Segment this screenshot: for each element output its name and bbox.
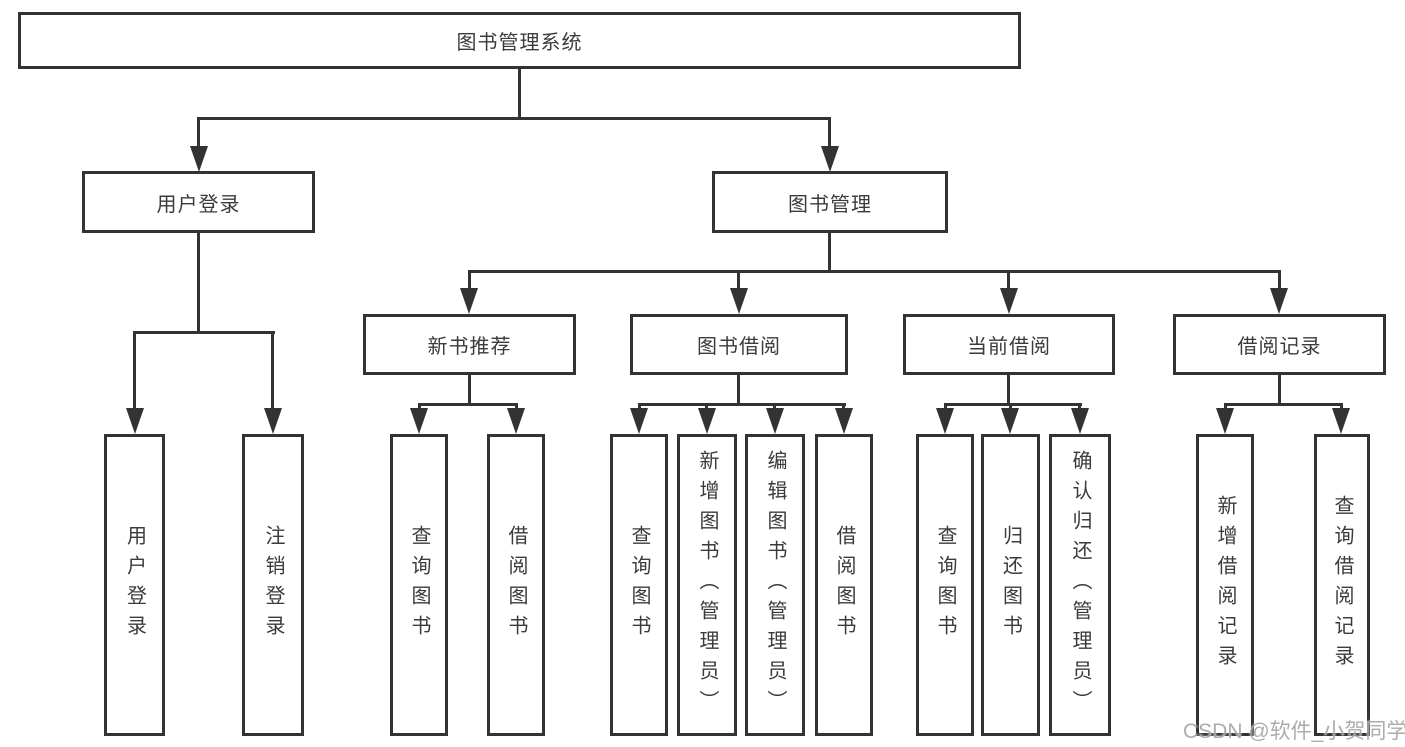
leaf-label: 查询图书 [408,525,430,645]
leaf-return-book: 归还图书 [981,434,1040,736]
arrowhead-down-icon [698,408,716,434]
arrowhead-down-icon [821,146,839,172]
leaf-user-login: 用户登录 [104,434,165,736]
leaf-label: 注销登录 [262,525,284,645]
arrowhead-down-icon [410,408,428,434]
arrowhead-down-icon [507,408,525,434]
leaf-query-books-borrowing: 查询图书 [610,434,668,736]
connector-user-login-stem [197,233,200,334]
arrowhead-down-icon [766,408,784,434]
connector-current-borrow-stem [1007,375,1010,406]
node-library-management-system: 图书管理系统 [18,12,1021,69]
leaf-label: 确认归还（管理员） [1069,450,1091,720]
node-label: 图书借阅 [697,336,781,358]
leaf-query-books-current: 查询图书 [916,434,974,736]
leaf-add-borrow-record: 新增借阅记录 [1196,434,1254,736]
arrowhead-down-icon [1071,408,1089,434]
node-label: 新书推荐 [427,336,512,358]
node-label: 用户登录 [156,193,241,216]
connector-book-mgmt-rail [468,270,1281,273]
leaf-query-books-recommend: 查询图书 [390,434,448,736]
node-new-book-recommend: 新书推荐 [363,314,576,375]
leaf-label: 新增图书（管理员） [696,450,718,720]
arrowhead-down-icon [126,408,144,434]
connector-new-book-stem [468,375,471,406]
leaf-confirm-return-admin: 确认归还（管理员） [1049,434,1111,736]
arrowhead-down-icon [264,408,282,434]
arrowhead-down-icon [460,288,478,314]
node-label: 图书管理系统 [456,32,583,54]
arrowhead-down-icon [1332,408,1350,434]
connector-drop [468,270,471,292]
connector-drop [1007,270,1010,292]
arrowhead-down-icon [936,408,954,434]
arrowhead-down-icon [190,146,208,172]
connector-borrow-records-rail [1224,403,1343,406]
leaf-logout: 注销登录 [242,434,304,736]
arrowhead-down-icon [1000,288,1018,314]
leaf-label: 用户登录 [123,525,146,645]
connector-user-login-rail [133,331,275,334]
leaf-label: 查询借阅记录 [1331,495,1353,675]
arrowhead-down-icon [835,408,853,434]
node-label: 图书管理 [788,193,872,216]
connector-drop [271,331,274,409]
leaf-borrow-books-borrowing: 借阅图书 [815,434,873,736]
connector-book-borrow-stem [737,375,740,406]
leaf-label: 查询图书 [934,525,956,645]
leaf-borrow-books-recommend: 借阅图书 [487,434,545,736]
connector-root-rail [197,117,831,120]
connector-book-mgmt-stem [828,233,831,273]
connector-drop [197,117,200,149]
connector-current-borrow-rail [944,403,1082,406]
leaf-label: 归还图书 [999,525,1022,645]
arrowhead-down-icon [630,408,648,434]
arrowhead-down-icon [1001,408,1019,434]
node-label: 当前借阅 [967,336,1051,358]
leaf-query-borrow-record: 查询借阅记录 [1314,434,1370,736]
connector-drop [133,331,136,409]
arrowhead-down-icon [730,288,748,314]
node-book-management-branch: 图书管理 [712,171,948,233]
leaf-edit-book-admin: 编辑图书（管理员） [745,434,805,736]
connector-drop [828,117,831,149]
arrowhead-down-icon [1270,288,1288,314]
csdn-watermark: CSDN @软件_小贺同学 [1183,720,1405,743]
leaf-label: 借阅图书 [505,525,527,645]
connector-drop [1278,270,1281,292]
leaf-label: 借阅图书 [833,525,855,645]
connector-new-book-rail [418,403,518,406]
leaf-label: 编辑图书（管理员） [764,450,786,720]
node-book-borrowing: 图书借阅 [630,314,848,375]
node-current-borrowing: 当前借阅 [903,314,1115,375]
leaf-label: 查询图书 [628,525,650,645]
connector-drop [737,270,740,292]
connector-book-borrow-rail [638,403,846,406]
node-user-login-branch: 用户登录 [82,171,315,233]
arrowhead-down-icon [1216,408,1234,434]
connector-root-stem [518,69,521,120]
node-borrowing-records: 借阅记录 [1173,314,1386,375]
node-label: 借阅记录 [1237,336,1322,358]
leaf-add-book-admin: 新增图书（管理员） [677,434,737,736]
leaf-label: 新增借阅记录 [1214,495,1236,675]
connector-borrow-records-stem [1278,375,1281,406]
